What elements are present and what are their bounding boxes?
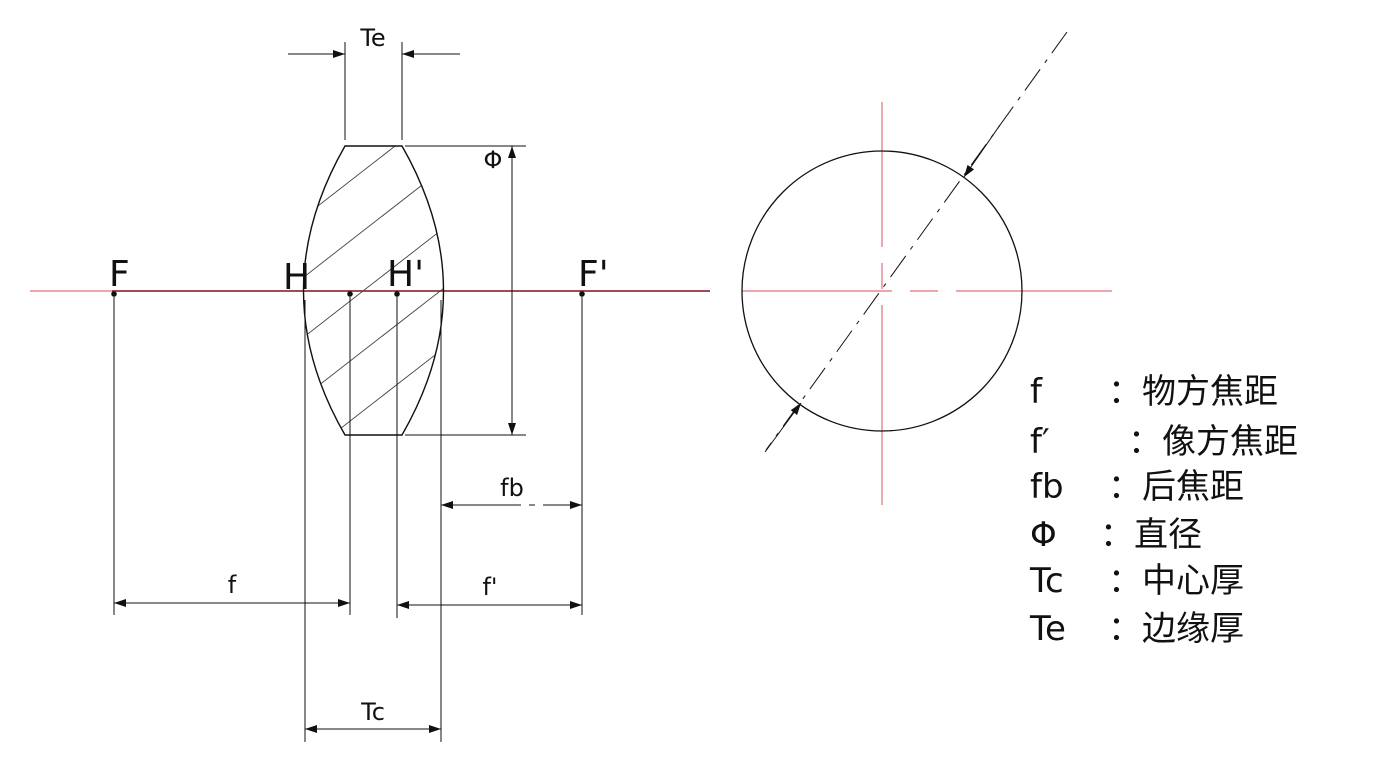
- axis-points: [111, 291, 585, 297]
- f-prime-label: f': [482, 573, 497, 601]
- label-F: F: [109, 254, 130, 295]
- lens-hatching: [303, 146, 444, 435]
- fb-label: fb: [500, 474, 524, 502]
- tc-label: Tc: [360, 698, 385, 726]
- diameter-arrow-bottom: [764, 402, 802, 453]
- extension-lines: [113, 297, 583, 742]
- legend-desc-te: ：边缘厚: [1108, 609, 1244, 649]
- front-view-circle: [741, 150, 1023, 432]
- principal-point-h-prime-dot: [394, 291, 400, 297]
- legend-symbol-phi: Φ: [1030, 515, 1057, 555]
- f-label: f: [228, 571, 237, 599]
- legend-symbol-f-prime: f′: [1030, 422, 1050, 462]
- legend-desc-f-prime: ：像方焦距: [1128, 422, 1298, 462]
- label-F-prime: F': [578, 254, 609, 295]
- legend-symbol-tc: Tc: [1030, 561, 1064, 601]
- principal-point-h-dot: [347, 291, 353, 297]
- te-label: Te: [359, 24, 385, 52]
- legend-symbol-f: f: [1030, 372, 1042, 412]
- legend-symbol-fb: fb: [1030, 467, 1064, 507]
- legend-desc-tc: ：中心厚: [1108, 561, 1244, 601]
- legend-desc-f: ：物方焦距: [1108, 372, 1278, 412]
- label-H: H: [283, 257, 310, 298]
- te-dimension: [288, 42, 460, 140]
- diameter-leader-line: [765, 31, 1068, 451]
- legend-desc-phi: ：直径: [1100, 515, 1202, 555]
- phi-dimension: [405, 145, 526, 436]
- phi-label: Φ: [484, 146, 503, 174]
- focal-point-f-prime-dot: [579, 291, 585, 297]
- legend-symbol-te: Te: [1030, 609, 1066, 649]
- lens-outline: [302, 145, 445, 436]
- legend-desc-fb: ：后焦距: [1108, 467, 1244, 507]
- label-H-prime: H': [387, 254, 424, 295]
- front-view: [741, 31, 1112, 505]
- diameter-arrow-top: [963, 124, 1001, 178]
- lens-cross-section: [302, 145, 445, 436]
- focal-point-f-dot: [111, 291, 117, 297]
